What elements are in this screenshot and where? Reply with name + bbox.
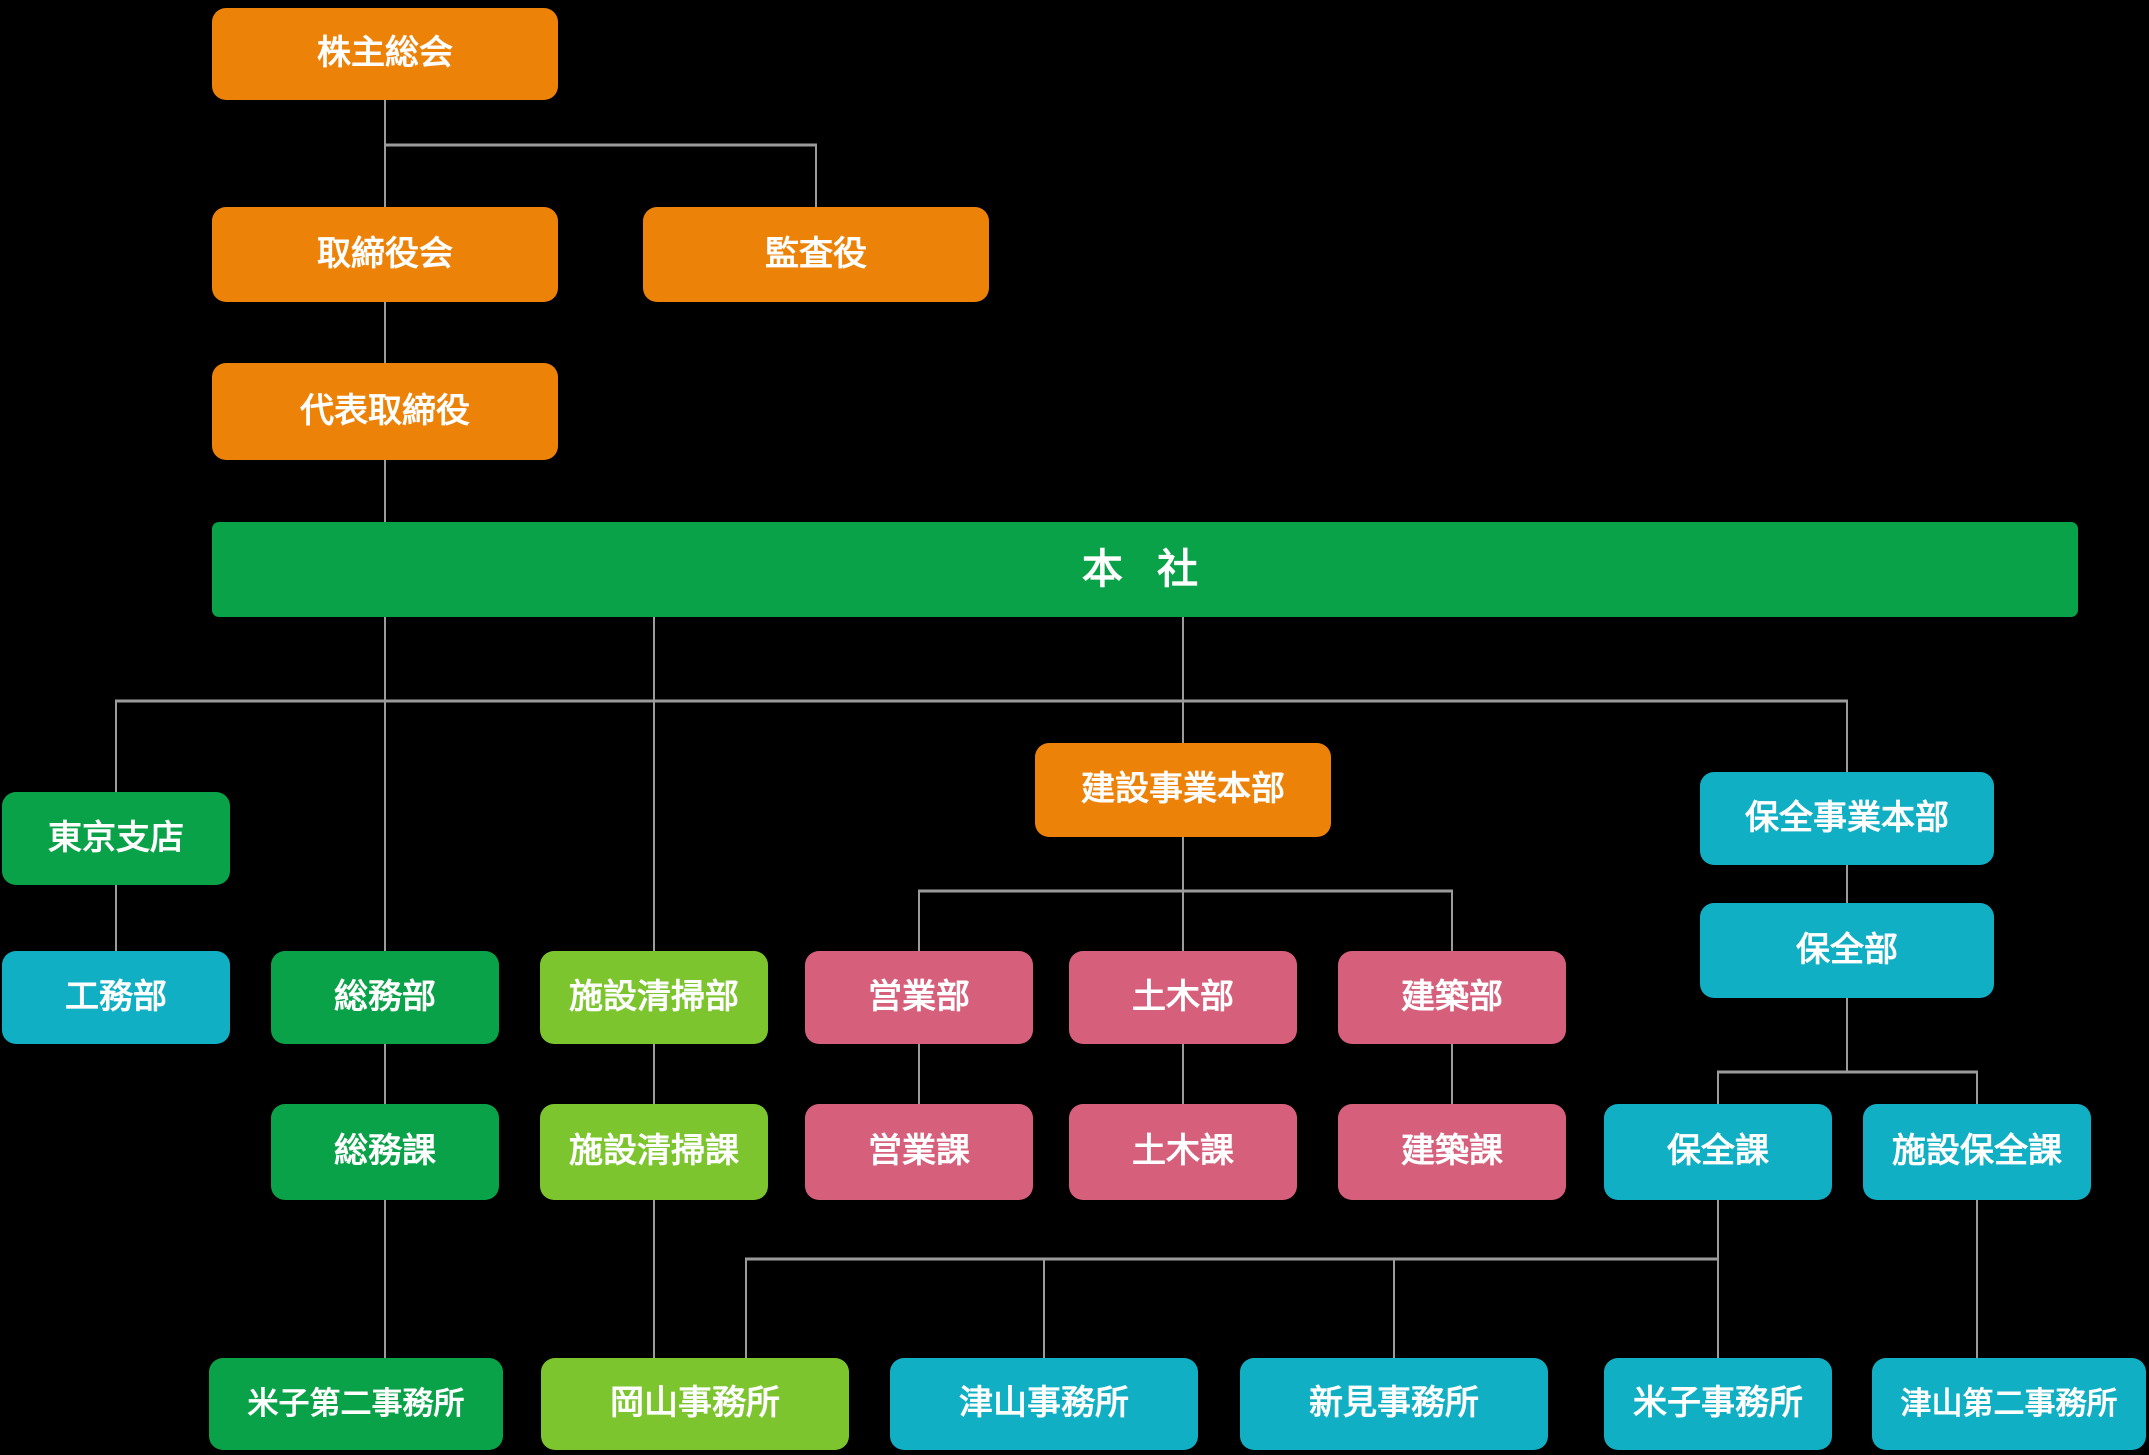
org-node-label: 米子事務所 bbox=[1633, 1383, 1803, 1424]
org-node-tsuyama-office: 津山事務所 bbox=[890, 1358, 1198, 1450]
org-node-label: 岡山事務所 bbox=[610, 1383, 780, 1424]
org-node-label: 土木部 bbox=[1132, 976, 1234, 1017]
org-node-architecture-dept: 建築部 bbox=[1338, 951, 1566, 1044]
org-node-niimi-office: 新見事務所 bbox=[1240, 1358, 1548, 1450]
org-node-label: 施設清掃課 bbox=[569, 1131, 739, 1172]
org-node-label: 施設保全課 bbox=[1892, 1131, 2062, 1172]
org-node-tsuyama-second-office: 津山第二事務所 bbox=[1872, 1358, 2146, 1450]
org-node-label: 営業部 bbox=[868, 976, 970, 1017]
org-node-label: 建築部 bbox=[1401, 976, 1503, 1017]
org-node-board-of-directors: 取締役会 bbox=[212, 207, 558, 302]
org-node-label: 監査役 bbox=[765, 233, 867, 274]
org-node-tokyo-branch: 東京支店 bbox=[2, 792, 230, 885]
org-node-facility-cleaning-dept: 施設清掃部 bbox=[540, 951, 768, 1044]
org-node-label: 米子第二事務所 bbox=[247, 1385, 465, 1422]
org-node-sales-section: 営業課 bbox=[805, 1104, 1033, 1200]
org-node-engineering-dept: 工務部 bbox=[2, 951, 230, 1044]
org-node-label: 保全事業本部 bbox=[1745, 797, 1949, 838]
org-node-construction-business-hq: 建設事業本部 bbox=[1035, 743, 1331, 837]
org-node-label: 保全部 bbox=[1796, 929, 1898, 970]
org-node-shareholders-meeting: 株主総会 bbox=[212, 8, 558, 100]
org-node-representative-director: 代表取締役 bbox=[212, 363, 558, 460]
org-node-label: 株主総会 bbox=[317, 33, 453, 74]
org-node-maintenance-section: 保全課 bbox=[1604, 1104, 1832, 1200]
org-node-label: 営業課 bbox=[868, 1131, 970, 1172]
org-node-label: 津山第二事務所 bbox=[1900, 1385, 2118, 1422]
org-node-label: 施設清掃部 bbox=[569, 976, 739, 1017]
org-node-facility-cleaning-section: 施設清掃課 bbox=[540, 1104, 768, 1200]
org-node-label: 津山事務所 bbox=[959, 1383, 1129, 1424]
org-node-label: 土木課 bbox=[1132, 1131, 1234, 1172]
org-node-sales-dept: 営業部 bbox=[805, 951, 1033, 1044]
org-node-general-affairs-section: 総務課 bbox=[271, 1104, 499, 1200]
org-node-okayama-office: 岡山事務所 bbox=[541, 1358, 849, 1450]
org-node-label: 取締役会 bbox=[317, 233, 453, 274]
org-node-yonago-second-office: 米子第二事務所 bbox=[209, 1358, 503, 1450]
org-node-civil-engineering-dept: 土木部 bbox=[1069, 951, 1297, 1044]
org-node-label: 東京支店 bbox=[48, 817, 184, 858]
org-node-label: 新見事務所 bbox=[1309, 1383, 1479, 1424]
org-node-label: 代表取締役 bbox=[300, 390, 470, 431]
org-node-label: 総務部 bbox=[334, 976, 436, 1017]
org-node-maintenance-business-hq: 保全事業本部 bbox=[1700, 772, 1994, 865]
org-node-auditor: 監査役 bbox=[643, 207, 989, 302]
org-node-head-office: 本 社 bbox=[212, 522, 2078, 617]
org-node-maintenance-dept: 保全部 bbox=[1700, 903, 1994, 998]
org-node-label: 保全課 bbox=[1667, 1131, 1769, 1172]
org-node-civil-engineering-section: 土木課 bbox=[1069, 1104, 1297, 1200]
org-node-architecture-section: 建築課 bbox=[1338, 1104, 1566, 1200]
org-node-label: 総務課 bbox=[334, 1131, 436, 1172]
org-node-label: 建築課 bbox=[1401, 1131, 1503, 1172]
org-node-general-affairs-dept: 総務部 bbox=[271, 951, 499, 1044]
org-node-label: 建設事業本部 bbox=[1081, 769, 1285, 810]
org-node-label: 本 社 bbox=[1081, 544, 1209, 593]
org-node-label: 工務部 bbox=[65, 976, 167, 1017]
org-node-facility-maintenance-section: 施設保全課 bbox=[1863, 1104, 2091, 1200]
org-node-yonago-office: 米子事務所 bbox=[1604, 1358, 1832, 1450]
